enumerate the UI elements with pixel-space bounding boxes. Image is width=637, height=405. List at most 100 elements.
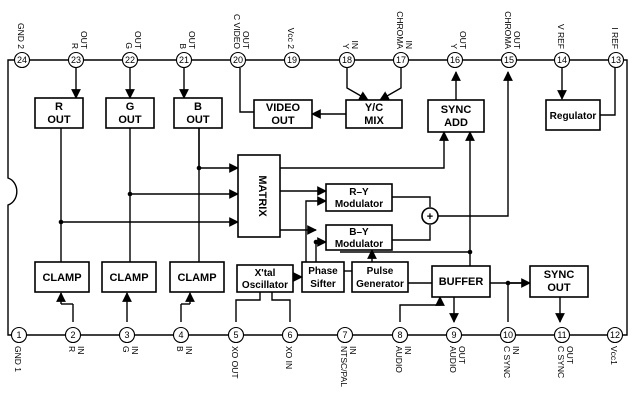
matrix-label: MATRIX	[256, 175, 268, 217]
clamp-g-block: CLAMP	[101, 261, 157, 293]
r-out-line1: R	[55, 101, 63, 113]
clamp-b-block: CLAMP	[169, 261, 225, 293]
g-out-line1: G	[126, 101, 135, 113]
pin-number: 17	[396, 55, 406, 65]
clamp-b-label: CLAMP	[177, 272, 216, 284]
sync-add-line2: ADD	[444, 117, 468, 129]
pin-label: IN	[130, 346, 140, 355]
ry-modulator-block: R–Y Modulator	[325, 183, 393, 212]
pulse-gen-line2: Generator	[356, 279, 404, 290]
pin-label: CHROMA	[395, 11, 405, 49]
ry-mod-line2: Modulator	[335, 199, 383, 210]
pin-label: C SYNC	[556, 346, 566, 378]
pin-5: 5 XO OUT	[227, 326, 245, 379]
pin-number: 11	[557, 330, 566, 340]
pin-6: 6XO IN	[281, 326, 299, 369]
pin-label: IN	[348, 346, 358, 355]
pin-24: 24 GND 2	[13, 23, 31, 69]
pin-label: OUT	[457, 346, 467, 364]
pin-number: 15	[504, 55, 514, 65]
pin-label: OUT	[187, 31, 197, 49]
r-out-line2: OUT	[47, 114, 71, 126]
pin-number: 8	[397, 330, 402, 340]
r-out-block: R OUT	[34, 97, 84, 129]
pin-label: R	[67, 346, 77, 352]
clamp-r-label: CLAMP	[42, 272, 81, 284]
pin-label: OUT	[458, 31, 468, 49]
xtal-osc-line1: X'tal	[255, 268, 276, 279]
b-out-line1: B	[194, 101, 202, 113]
pin-number: 5	[233, 330, 238, 340]
phase-shifter-line2: Sifter	[310, 279, 336, 290]
b-out-block: B OUT	[173, 97, 223, 129]
pin-label: OUT	[133, 31, 143, 49]
pin-label: IN	[511, 346, 521, 355]
pin-label: B	[178, 43, 188, 49]
phase-shifter-block: Phase Sifter	[301, 261, 345, 293]
sync-add-block: SYNC ADD	[427, 99, 485, 133]
pin-label: I REF	[610, 27, 620, 49]
pin-label: Vcc 2	[286, 28, 296, 50]
b-out-line2: OUT	[186, 114, 210, 126]
buffer-block: BUFFER	[431, 265, 491, 298]
g-out-line2: OUT	[118, 114, 142, 126]
pin-number: 3	[124, 330, 129, 340]
pin-label: IN	[403, 346, 413, 355]
pin-label: IN	[404, 41, 414, 50]
yc-mix-line2: MIX	[364, 115, 384, 127]
matrix-block: MATRIX	[237, 154, 281, 238]
pin-label: C SYNC	[502, 346, 512, 378]
pin-number: 21	[179, 55, 189, 65]
pin-label: IN	[184, 346, 194, 355]
video-out-line2: OUT	[271, 115, 295, 127]
sync-out-block: SYNC OUT	[529, 265, 589, 298]
pin-14: 14V REF	[553, 24, 571, 69]
sync-out-line1: SYNC	[544, 269, 575, 281]
pin-number: 18	[342, 55, 352, 65]
pin-label: AUDIO	[448, 346, 458, 373]
adder: +	[421, 207, 439, 225]
pin-number: 1	[16, 330, 21, 340]
phase-shifter-line1: Phase	[308, 266, 338, 277]
pin-label: R	[70, 43, 80, 49]
pin-label: OUT	[79, 31, 89, 49]
pin-label: GND 2	[16, 23, 26, 49]
pulse-gen-line1: Pulse	[367, 266, 394, 277]
pin-label: IN	[76, 346, 86, 355]
pin-label: C VIDEO	[232, 14, 242, 49]
pin-label: XO OUT	[230, 346, 240, 379]
pin-number: 23	[71, 55, 81, 65]
video-out-line1: VIDEO	[266, 102, 301, 114]
pin-number: 24	[17, 55, 27, 65]
buffer-label: BUFFER	[439, 276, 484, 288]
yc-mix-block: Y/C MIX	[345, 99, 403, 129]
pin-label: B	[175, 346, 185, 352]
pulse-generator-block: Pulse Generator	[351, 261, 409, 293]
pin-number: 7	[342, 330, 347, 340]
pin-label: Y	[449, 43, 459, 49]
adder-symbol: +	[427, 211, 433, 223]
pin-label: V REF	[556, 24, 566, 49]
pin-number: 2	[70, 330, 75, 340]
pin-label: OUT	[565, 346, 575, 364]
pin-label: CHROMA	[503, 11, 513, 49]
pin-number: 12	[610, 330, 620, 340]
pin-label: Vcc1	[609, 346, 619, 365]
pin-label: GND 1	[13, 346, 23, 372]
